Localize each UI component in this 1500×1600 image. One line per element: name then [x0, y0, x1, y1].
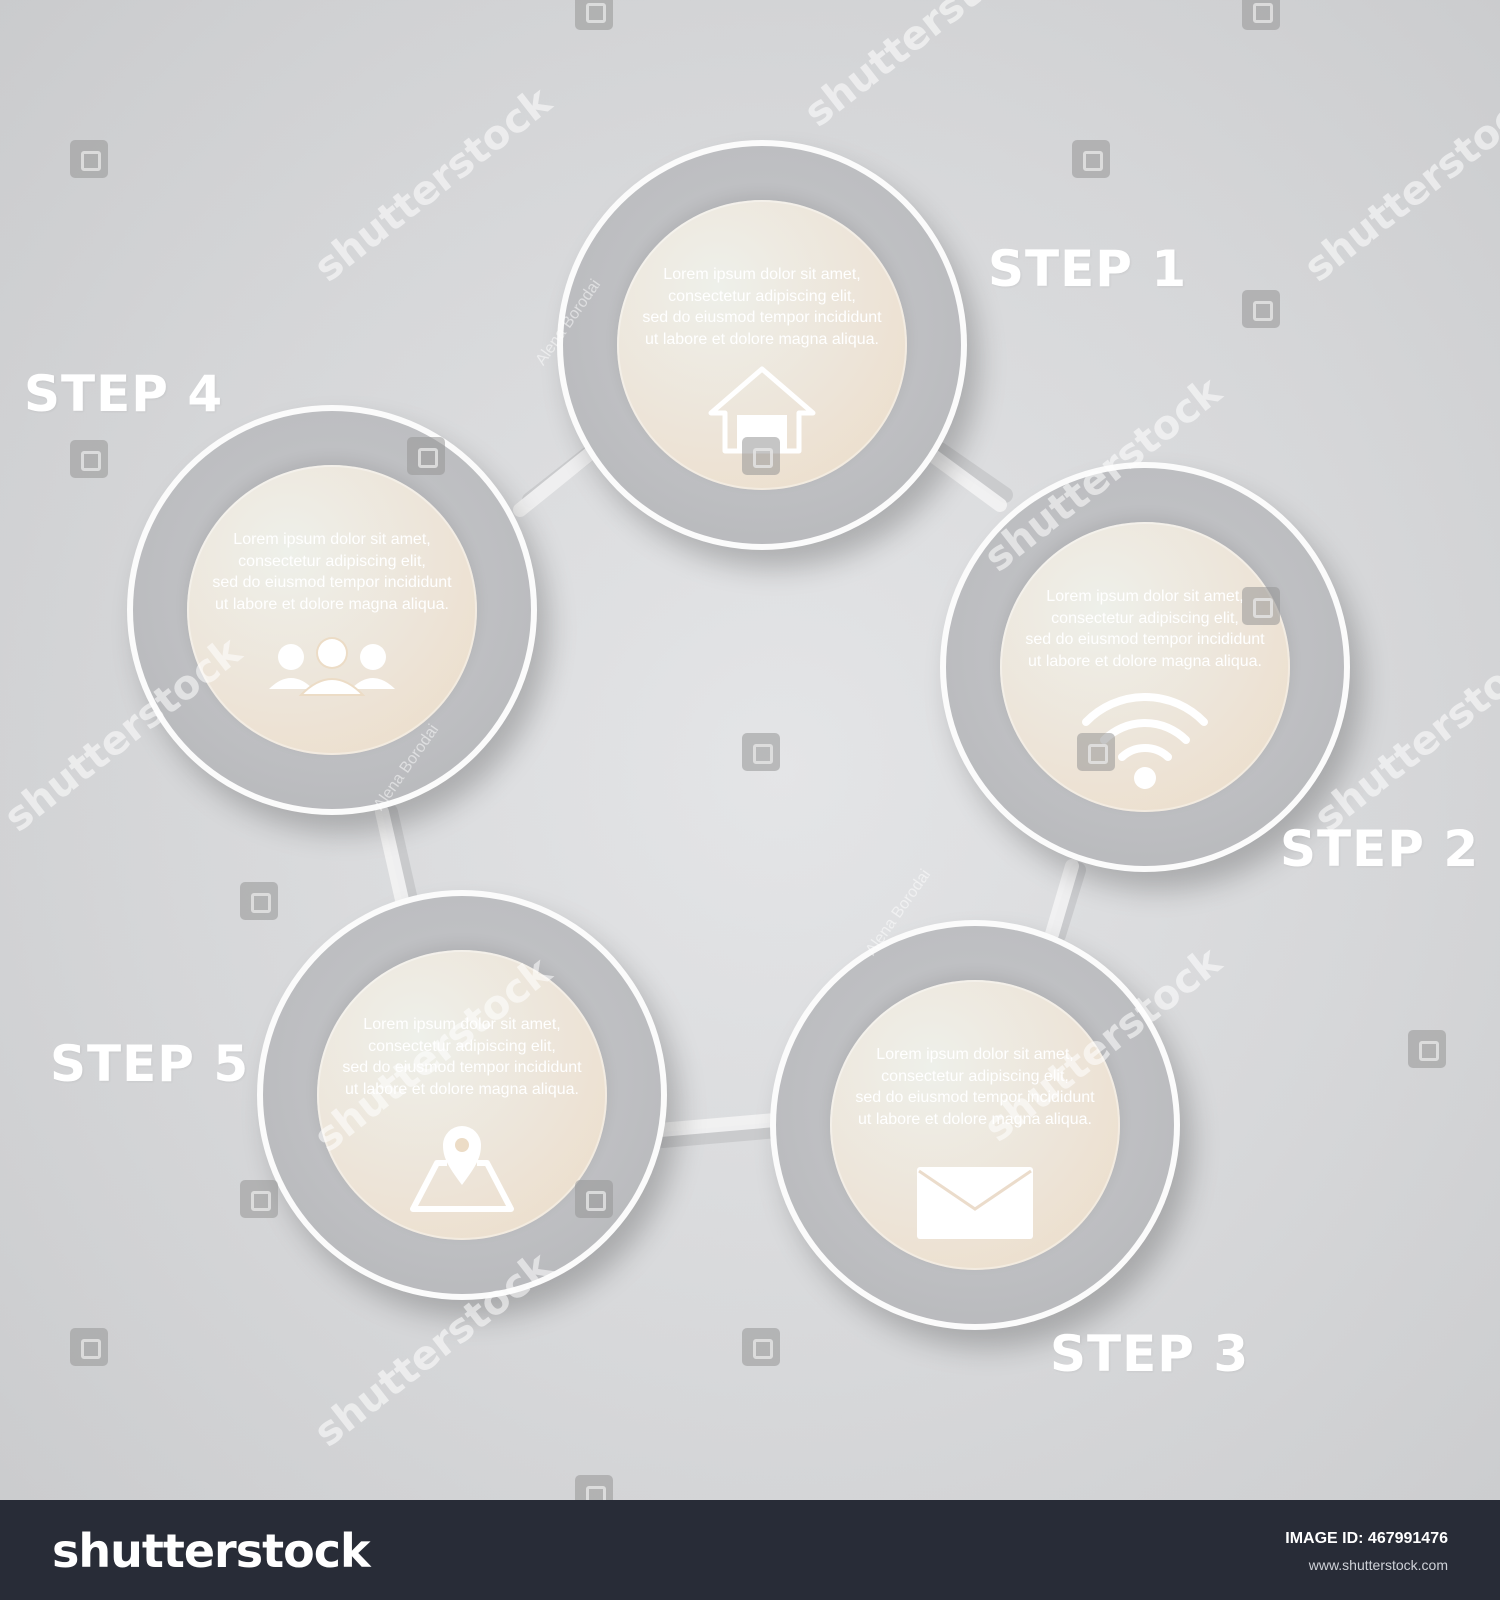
description-line: Lorem ipsum dolor sit amet, — [663, 266, 861, 283]
step-inner-disc: Lorem ipsum dolor sit amet, consectetur … — [187, 465, 477, 755]
description-line: sed do eiusmod tempor incididunt — [642, 309, 882, 326]
step-1-label: STEP 1 — [988, 240, 1188, 298]
step-inner-disc: Lorem ipsum dolor sit amet, consectetur … — [1000, 522, 1290, 812]
description-line: Lorem ipsum dolor sit amet, — [876, 1046, 1074, 1063]
description-line: ut labore et dolore magna aliqua. — [345, 1080, 579, 1098]
description-line: sed do eiusmod tempor incididunt — [342, 1059, 582, 1076]
description-line: consectetur adipiscing elit, — [1051, 609, 1239, 627]
step-inner-disc: Lorem ipsum dolor sit amet, consectetur … — [317, 950, 607, 1240]
step-3-circle: Lorem ipsum dolor sit amet, consectetur … — [770, 920, 1180, 1330]
description-line: Lorem ipsum dolor sit amet, — [233, 531, 431, 548]
description-line: consectetur adipiscing elit, — [238, 552, 426, 570]
description-line: ut labore et dolore magna aliqua. — [645, 330, 879, 348]
connector-shadow — [932, 442, 1013, 503]
step-description: Lorem ipsum dolor sit amet, consectetur … — [830, 1044, 1120, 1130]
watermark-logo-icon — [240, 882, 278, 920]
connector-1-2 — [925, 448, 1007, 512]
footer-logo[interactable]: shutterstock — [52, 1524, 371, 1578]
watermark-logo-icon — [1242, 0, 1280, 30]
site-url[interactable]: www.shutterstock.com — [1308, 1557, 1448, 1573]
watermark-logo-icon — [742, 733, 780, 771]
connector-1-4 — [513, 445, 599, 517]
step-description: Lorem ipsum dolor sit amet, consectetur … — [617, 264, 907, 350]
watermark-logo-icon — [575, 1180, 613, 1218]
description-line: sed do eiusmod tempor incididunt — [212, 574, 452, 591]
description-line: Lorem ipsum dolor sit amet, — [1046, 588, 1244, 605]
watermark-logo-icon — [1072, 140, 1110, 178]
description-line: ut labore et dolore magna aliqua. — [1028, 652, 1262, 670]
description-line: consectetur adipiscing elit, — [368, 1037, 556, 1055]
step-2-circle: Lorem ipsum dolor sit amet, consectetur … — [940, 462, 1350, 872]
step-inner-disc: Lorem ipsum dolor sit amet, consectetur … — [830, 980, 1120, 1270]
connector-2-3 — [1045, 859, 1079, 941]
watermark-logo-icon — [407, 437, 445, 475]
step-5-circle: Lorem ipsum dolor sit amet, consectetur … — [257, 890, 667, 1300]
image-id: IMAGE ID: 467991476 — [1285, 1530, 1448, 1547]
wifi-icon — [1082, 692, 1208, 789]
watermark-logo-icon — [1242, 587, 1280, 625]
step-4-label: STEP 4 — [24, 365, 224, 423]
description-line: ut labore et dolore magna aliqua. — [858, 1110, 1092, 1128]
people-icon — [269, 637, 395, 696]
connector-3-5 — [653, 1113, 782, 1137]
step-description: Lorem ipsum dolor sit amet, consectetur … — [187, 529, 477, 615]
description-line: consectetur adipiscing elit, — [881, 1067, 1069, 1085]
step-4-circle: Lorem ipsum dolor sit amet, consectetur … — [127, 405, 537, 815]
step-description: Lorem ipsum dolor sit amet, consectetur … — [317, 1014, 607, 1100]
watermark-logo-icon — [1242, 290, 1280, 328]
watermark-logo-icon — [1077, 733, 1115, 771]
infographic: Lorem ipsum dolor sit amet, consectetur … — [24, 0, 1480, 1513]
connector-shadow — [655, 1122, 786, 1148]
connectors — [375, 437, 1086, 1148]
step-5-label: STEP 5 — [50, 1035, 250, 1093]
description-line: ut labore et dolore magna aliqua. — [215, 595, 449, 613]
step-description: Lorem ipsum dolor sit amet, consectetur … — [1000, 586, 1290, 672]
watermark-logo-icon — [742, 1328, 780, 1366]
watermark-logo-icon — [575, 0, 613, 30]
step-1-circle: Lorem ipsum dolor sit amet, consectetur … — [557, 140, 967, 550]
description-line: consectetur adipiscing elit, — [668, 287, 856, 305]
step-2-label: STEP 2 — [1280, 820, 1480, 878]
envelope-icon — [917, 1167, 1033, 1239]
watermark-logo-icon — [240, 1180, 278, 1218]
map-pin-icon — [410, 1126, 514, 1212]
watermark-logo-icon — [70, 440, 108, 478]
watermark-logo-icon — [742, 437, 780, 475]
footer-bar: shutterstock IMAGE ID: 467991476 www.shu… — [0, 1500, 1500, 1600]
watermark-logo-icon — [70, 1328, 108, 1366]
step-3-label: STEP 3 — [1050, 1325, 1250, 1383]
connector-4-5 — [375, 805, 409, 907]
connector-shadow — [382, 804, 418, 908]
watermark-logo-icon — [1408, 1030, 1446, 1068]
description-line: sed do eiusmod tempor incididunt — [855, 1089, 1095, 1106]
description-line: Lorem ipsum dolor sit amet, — [363, 1016, 561, 1033]
description-line: sed do eiusmod tempor incididunt — [1025, 631, 1265, 648]
watermark-logo-icon — [70, 140, 108, 178]
